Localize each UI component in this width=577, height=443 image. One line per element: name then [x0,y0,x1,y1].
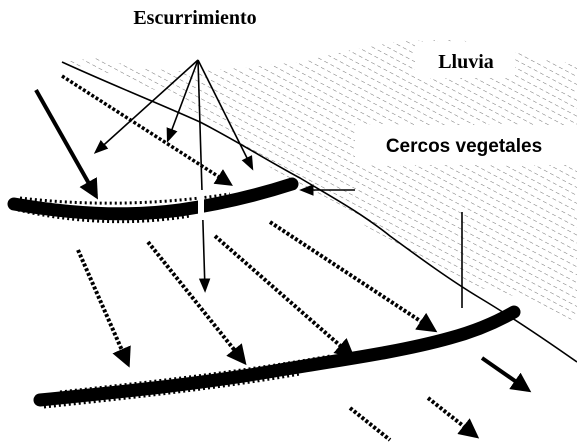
solid-arrow [146,240,247,366]
hedge-row-upper [7,177,299,224]
solid-arrow [213,234,356,359]
solid-arrow [426,396,480,439]
hedge-pointers [299,184,463,308]
rain-label-backdrop [415,42,515,78]
hedges-label-backdrop [355,125,577,165]
hedge-row-lower [33,305,521,409]
runoff-label: Escurrimiento [133,7,256,29]
rain-label: Lluvia [438,51,494,73]
rain-hatched-area [62,40,577,320]
solid-arrow [34,89,98,200]
hedge-gap [198,190,204,220]
solid-arrow [76,249,131,368]
solid-arrow [348,406,392,442]
solid-arrow [268,220,438,333]
solid-arrow [480,356,532,393]
runoff-arrows-solid [34,74,532,442]
runoff-pointers [93,59,254,293]
slope-line [61,61,577,363]
hedges-label: Cercos vegetales [386,136,542,157]
